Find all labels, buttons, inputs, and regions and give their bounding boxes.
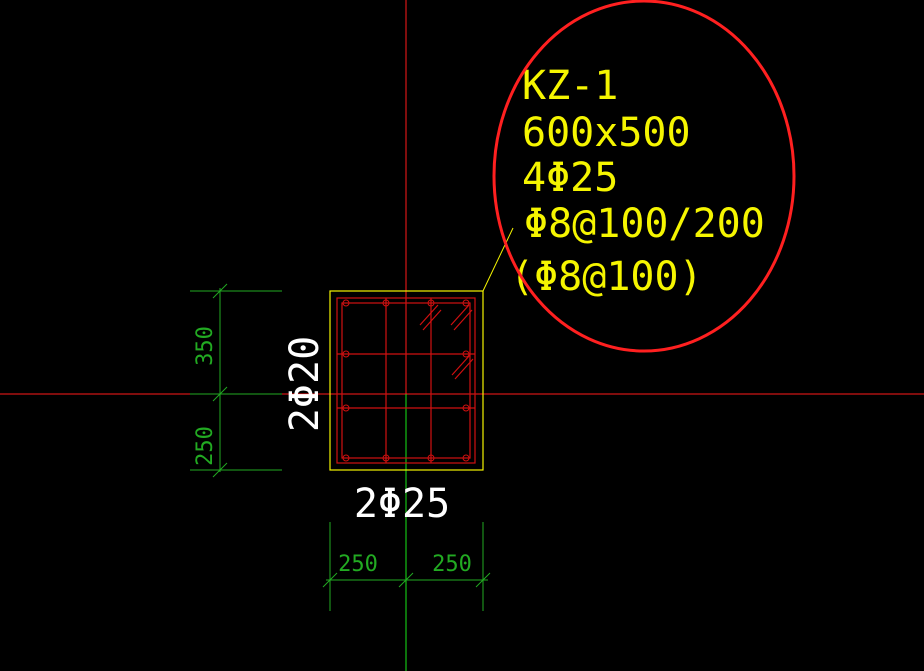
rebar-points — [342, 299, 470, 462]
column-id: KZ-1 — [522, 63, 618, 109]
bottom-dimension-lines — [322, 522, 491, 611]
stirrups-core: (Φ8@100) — [510, 254, 703, 300]
rebar-cage — [336, 297, 476, 464]
highlight-circle — [492, 0, 796, 353]
stirrups: Φ8@100/200 — [524, 201, 765, 247]
dim-bottom-left: 250 — [338, 552, 378, 577]
dim-bottom-right: 250 — [432, 552, 472, 577]
left-dimension-lines — [190, 283, 282, 478]
column-outline — [329, 290, 484, 471]
bottom-bars-label: 2Φ25 — [354, 481, 450, 527]
leader-line — [482, 227, 514, 292]
column-size: 600x500 — [522, 110, 691, 156]
dim-left-upper: 350 — [193, 326, 218, 366]
corner-bars: 4Φ25 — [522, 155, 618, 201]
column-note: KZ-1 600x500 4Φ25 Φ8@100/200 (Φ8@100) — [510, 63, 765, 300]
dim-left-lower: 250 — [193, 426, 218, 466]
side-bars-label: 2Φ20 — [282, 336, 328, 432]
